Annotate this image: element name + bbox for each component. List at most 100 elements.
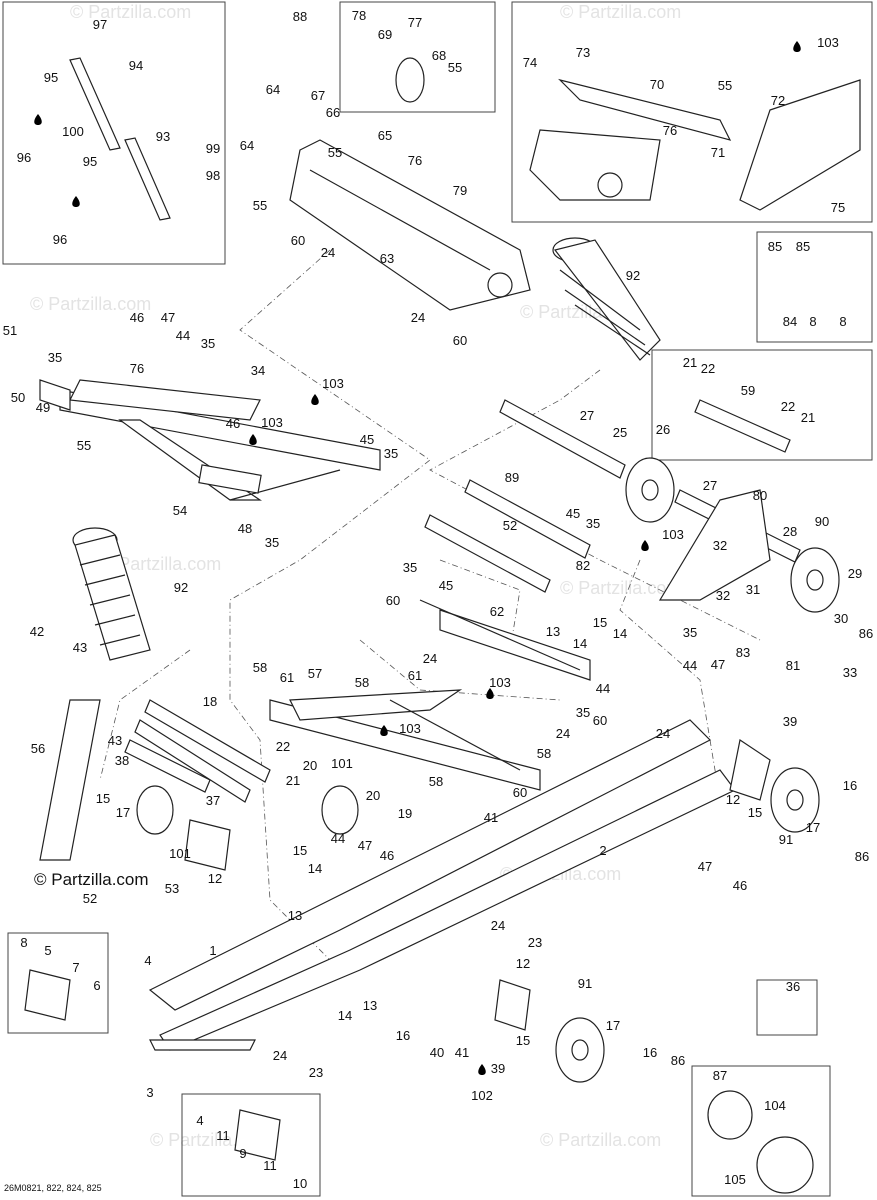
- part-callout-24: 24: [273, 1048, 287, 1063]
- oil-drop-icon: [249, 434, 257, 445]
- part-callout-58: 58: [355, 675, 369, 690]
- part-callout-75: 75: [831, 200, 845, 215]
- part-callout-86: 86: [855, 849, 869, 864]
- part-callout-92: 92: [626, 268, 640, 283]
- part-callout-82: 82: [576, 558, 590, 573]
- part-callout-57: 57: [308, 666, 322, 681]
- part-callout-42: 42: [30, 624, 44, 639]
- part-callout-17: 17: [116, 805, 130, 820]
- part-callout-4: 4: [144, 953, 151, 968]
- oil-drop-icon: [311, 394, 319, 405]
- part-callout-14: 14: [338, 1008, 352, 1023]
- part-callout-79: 79: [453, 183, 467, 198]
- part-callout-35: 35: [403, 560, 417, 575]
- part-callout-32: 32: [713, 538, 727, 553]
- part-callout-1: 1: [209, 943, 216, 958]
- part-callout-15: 15: [516, 1033, 530, 1048]
- part-callout-21: 21: [286, 773, 300, 788]
- part-callout-55: 55: [328, 145, 342, 160]
- oil-drop-icon: [486, 688, 494, 699]
- part-callout-60: 60: [453, 333, 467, 348]
- part-callout-46: 46: [226, 416, 240, 431]
- copyright-text: © Partzilla.com: [34, 870, 149, 889]
- part-callout-20: 20: [366, 788, 380, 803]
- watermark-text: © Partzilla.com: [540, 1130, 661, 1150]
- part-callout-22: 22: [276, 739, 290, 754]
- part-callout-23: 23: [309, 1065, 323, 1080]
- part-callout-24: 24: [556, 726, 570, 741]
- part-callout-24: 24: [321, 245, 335, 260]
- part-callout-76: 76: [663, 123, 677, 138]
- part-callout-55: 55: [253, 198, 267, 213]
- part-callout-76: 76: [130, 361, 144, 376]
- brackets: [24, 489, 814, 1194]
- part-callout-86: 86: [859, 626, 873, 641]
- shock-absorbers: [69, 57, 661, 661]
- part-callout-17: 17: [806, 820, 820, 835]
- part-callout-48: 48: [238, 521, 252, 536]
- part-callout-88: 88: [293, 9, 307, 24]
- part-callout-46: 46: [733, 878, 747, 893]
- part-callout-103: 103: [261, 415, 283, 430]
- part-callout-35: 35: [586, 516, 600, 531]
- part-callout-24: 24: [411, 310, 425, 325]
- part-callout-5: 5: [44, 943, 51, 958]
- part-callout-101: 101: [331, 756, 353, 771]
- oil-drop-icon: [72, 196, 80, 207]
- part-callout-20: 20: [303, 758, 317, 773]
- part-callout-24: 24: [656, 726, 670, 741]
- part-callout-3: 3: [146, 1085, 153, 1100]
- part-callout-8: 8: [20, 935, 27, 950]
- part-callout-14: 14: [613, 626, 627, 641]
- part-callout-91: 91: [578, 976, 592, 991]
- part-callout-98: 98: [206, 168, 220, 183]
- part-callout-6: 6: [93, 978, 100, 993]
- part-callout-16: 16: [396, 1028, 410, 1043]
- part-callout-45: 45: [439, 578, 453, 593]
- part-callout-43: 43: [108, 733, 122, 748]
- part-callout-22: 22: [701, 361, 715, 376]
- part-callout-43: 43: [73, 640, 87, 655]
- part-callout-78: 78: [352, 8, 366, 23]
- part-callout-52: 52: [503, 518, 517, 533]
- part-callout-26: 26: [656, 422, 670, 437]
- part-callout-81: 81: [786, 658, 800, 673]
- part-callout-10: 10: [293, 1176, 307, 1191]
- part-callout-54: 54: [173, 503, 187, 518]
- part-callout-64: 64: [266, 82, 280, 97]
- part-callout-105: 105: [724, 1172, 746, 1187]
- part-callout-14: 14: [308, 861, 322, 876]
- part-callout-100: 100: [62, 124, 84, 139]
- part-callout-76: 76: [408, 153, 422, 168]
- watermark-text: © Partzilla.com: [560, 2, 681, 22]
- part-callout-24: 24: [423, 651, 437, 666]
- part-callout-104: 104: [764, 1098, 786, 1113]
- part-callout-66: 66: [326, 105, 340, 120]
- part-callout-39: 39: [491, 1061, 505, 1076]
- part-callout-55: 55: [718, 78, 732, 93]
- part-callout-59: 59: [741, 383, 755, 398]
- part-callout-41: 41: [455, 1045, 469, 1060]
- part-callout-60: 60: [513, 785, 527, 800]
- part-callout-14: 14: [573, 636, 587, 651]
- part-callout-61: 61: [280, 670, 294, 685]
- part-callout-89: 89: [505, 470, 519, 485]
- part-callout-44: 44: [176, 328, 190, 343]
- part-callout-103: 103: [817, 35, 839, 50]
- part-callout-31: 31: [746, 582, 760, 597]
- part-callout-103: 103: [399, 721, 421, 736]
- part-callout-47: 47: [698, 859, 712, 874]
- part-callout-46: 46: [130, 310, 144, 325]
- part-callout-102: 102: [471, 1088, 493, 1103]
- part-callout-93: 93: [156, 129, 170, 144]
- part-callout-35: 35: [48, 350, 62, 365]
- wheels: [136, 57, 840, 1083]
- part-callout-64: 64: [240, 138, 254, 153]
- part-callout-74: 74: [523, 55, 537, 70]
- part-callout-16: 16: [643, 1045, 657, 1060]
- part-callout-13: 13: [546, 624, 560, 639]
- part-callout-30: 30: [834, 611, 848, 626]
